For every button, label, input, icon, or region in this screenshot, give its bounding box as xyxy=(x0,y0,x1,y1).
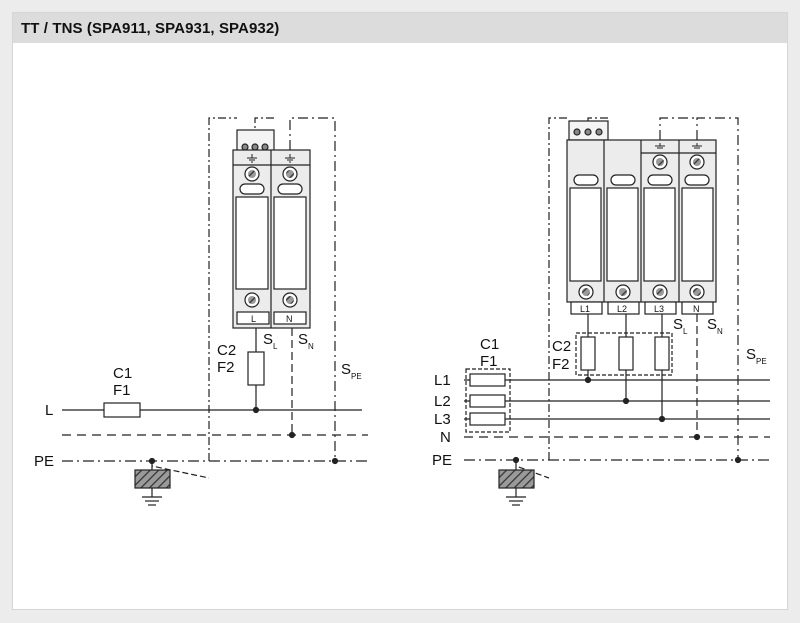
spd-module-right xyxy=(566,120,717,315)
svg-text:N: N xyxy=(717,327,723,336)
svg-text:S: S xyxy=(263,331,273,348)
label-f2-left: F2 xyxy=(217,359,235,376)
label-spe-left: S PE xyxy=(341,361,362,381)
spd-module-left xyxy=(232,129,311,329)
label-sl-left: S L xyxy=(263,331,278,351)
label-l3: L3 xyxy=(434,411,451,428)
module-label-n: N xyxy=(286,314,293,324)
label-l1: L1 xyxy=(434,372,451,389)
fuse-f2-left xyxy=(247,351,265,386)
svg-text:S: S xyxy=(746,346,756,363)
panel-title: TT / TNS (SPA911, SPA931, SPA932) xyxy=(21,20,280,37)
label-pe-left: PE xyxy=(34,453,54,470)
svg-text:L: L xyxy=(683,327,688,336)
module-label-l2: L2 xyxy=(617,304,627,314)
label-sl-right: S L xyxy=(673,316,688,336)
module-label-l3: L3 xyxy=(654,304,664,314)
pe-dash-left xyxy=(208,117,237,461)
svg-text:S: S xyxy=(673,316,683,333)
label-n-right: N xyxy=(440,429,451,446)
earth-electrode-left xyxy=(134,469,171,489)
spe-line-right xyxy=(696,117,739,460)
svg-text:PE: PE xyxy=(756,357,767,366)
svg-text:S: S xyxy=(341,361,351,378)
module-label-l1: L1 xyxy=(580,304,590,314)
c1-box-right xyxy=(465,368,511,433)
label-f1-left: F1 xyxy=(113,382,131,399)
label-f2-right: F2 xyxy=(552,356,570,373)
svg-text:S: S xyxy=(298,331,308,348)
svg-text:PE: PE xyxy=(351,372,362,381)
module-label-l: L xyxy=(251,314,256,324)
label-spe-right: S PE xyxy=(746,346,767,366)
fuse-f1 xyxy=(103,402,141,418)
label-l: L xyxy=(45,402,53,419)
spe-line-left xyxy=(289,117,336,461)
svg-text:L: L xyxy=(273,342,278,351)
c2-box-right xyxy=(575,332,673,376)
svg-text:S: S xyxy=(707,316,717,333)
panel-header: TT / TNS (SPA911, SPA931, SPA932) xyxy=(13,13,787,43)
left-diagram xyxy=(62,117,368,506)
module-label-n-right: N xyxy=(693,304,700,314)
label-sn-right: S N xyxy=(707,316,723,336)
label-c2-left: C2 xyxy=(217,342,236,359)
label-sn-left: S N xyxy=(298,331,314,351)
right-diagram xyxy=(464,117,770,506)
label-c2-right: C2 xyxy=(552,338,571,355)
label-f1-right: F1 xyxy=(480,353,498,370)
label-pe-right: PE xyxy=(432,452,452,469)
label-c1-right: C1 xyxy=(480,336,499,353)
svg-text:N: N xyxy=(308,342,314,351)
label-l2: L2 xyxy=(434,393,451,410)
earth-electrode-right xyxy=(498,469,535,489)
label-c1-left: C1 xyxy=(113,365,132,382)
pe-dash-right xyxy=(548,117,569,460)
